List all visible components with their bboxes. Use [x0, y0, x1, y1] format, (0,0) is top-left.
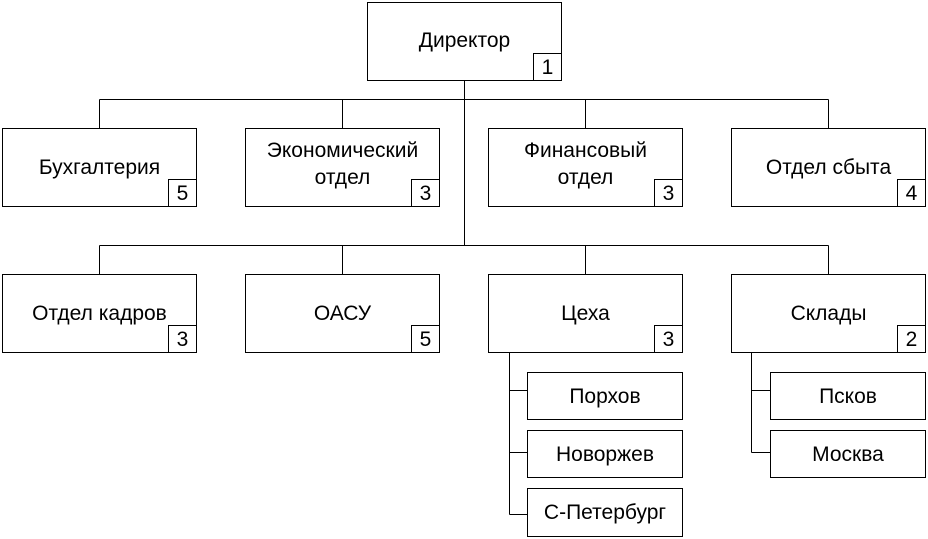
sales-department-box: Отдел сбыта 4	[731, 128, 926, 207]
workshop-st-petersburg-box: С-Петербург	[527, 488, 683, 537]
workshops-label: Цеха	[561, 302, 610, 325]
accounting-box: Бухгалтерия 5	[2, 128, 197, 207]
hr-department-box: Отдел кадров 3	[2, 274, 197, 353]
director-box: Директор 1	[367, 2, 562, 81]
workshop-novorzhev-box: Новоржев	[527, 430, 683, 478]
oasu-number-badge: 5	[411, 325, 440, 353]
workshop-st-petersburg-label: С-Петербург	[543, 501, 667, 524]
warehouse-moscow-label: Москва	[812, 442, 884, 466]
director-number-badge: 1	[533, 53, 562, 81]
warehouses-label: Склады	[790, 302, 867, 325]
financial-department-number-badge: 3	[654, 179, 683, 207]
accounting-label: Бухгалтерия	[38, 156, 161, 179]
warehouse-pskov-box: Псков	[770, 372, 926, 420]
hr-department-number-badge: 3	[168, 325, 197, 353]
financial-department-label: Финансовый отдел	[524, 139, 647, 189]
warehouses-box: Склады 2	[731, 274, 926, 353]
oasu-box: ОАСУ 5	[245, 274, 440, 353]
accounting-number-badge: 5	[168, 179, 197, 207]
oasu-label: ОАСУ	[313, 302, 372, 325]
workshops-box: Цеха 3	[488, 274, 683, 353]
workshops-number-badge: 3	[654, 325, 683, 353]
warehouse-pskov-label: Псков	[819, 384, 877, 408]
workshop-porkhov-box: Порхов	[527, 372, 683, 420]
economic-department-label: Экономический отдел	[266, 139, 419, 189]
economic-department-box: Экономический отдел 3	[245, 128, 440, 207]
warehouse-moscow-box: Москва	[770, 430, 926, 478]
director-label: Директор	[418, 29, 511, 52]
financial-department-box: Финансовый отдел 3	[488, 128, 683, 207]
economic-department-number-badge: 3	[411, 179, 440, 207]
hr-department-label: Отдел кадров	[32, 302, 167, 325]
workshop-novorzhev-label: Новоржев	[555, 442, 654, 466]
workshop-porkhov-label: Порхов	[569, 384, 641, 408]
warehouses-number-badge: 2	[897, 325, 926, 353]
sales-department-number-badge: 4	[897, 179, 926, 207]
sales-department-label: Отдел сбыта	[765, 156, 892, 179]
